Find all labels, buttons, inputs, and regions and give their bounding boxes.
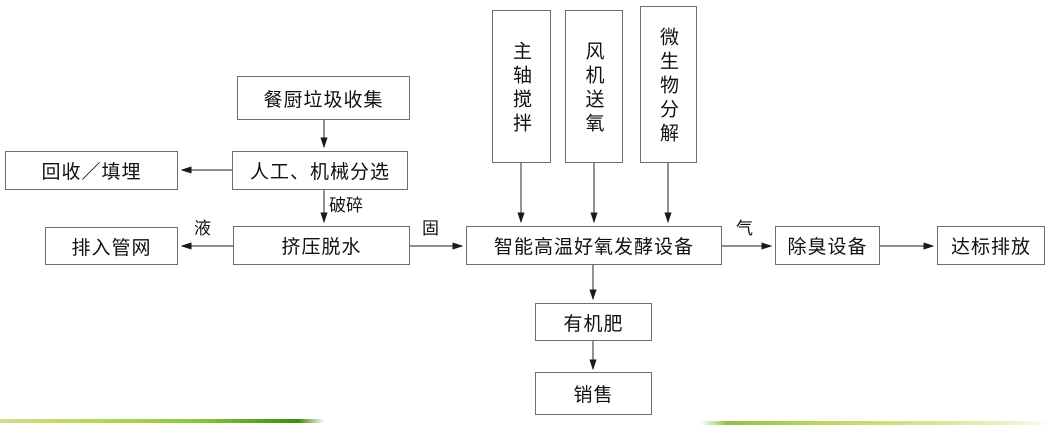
node-fan-oxygen-label: 风机送氧 [582,40,605,137]
node-fermentation-equipment[interactable]: 智能高温好氧发酵设备 [466,226,722,265]
node-microbial-decomposition-label: 微生物分解 [657,26,679,147]
node-dewatering-label: 挤压脱水 [281,236,362,258]
node-collection-label: 餐厨垃圾收集 [263,88,384,111]
node-sorting-label: 人工、机械分选 [249,161,390,183]
node-dewatering[interactable]: 挤压脱水 [233,226,410,265]
node-microbial-decomposition[interactable]: 微生物分解 [640,6,697,163]
node-deodorizing-equipment[interactable]: 除臭设备 [775,226,880,265]
node-fan-oxygen[interactable]: 风机送氧 [565,10,623,163]
node-spindle-stirring[interactable]: 主轴搅拌 [492,10,551,163]
node-sales-label: 销售 [573,384,614,406]
edge-label-liquid: 液 [193,219,212,239]
edge-label-solid: 固 [421,219,440,239]
node-fermentation-equipment-label: 智能高温好氧发酵设备 [493,236,694,258]
edge-label-gas: 气 [735,219,754,239]
node-compliant-discharge-label: 达标排放 [950,236,1031,258]
node-organic-fertilizer-label: 有机肥 [563,312,624,335]
edge-label-crushing: 破碎 [328,196,364,216]
decorative-green-strip-left [0,419,325,423]
node-landfill[interactable]: 回收／填埋 [5,151,178,190]
node-sorting[interactable]: 人工、机械分选 [232,151,408,190]
node-compliant-discharge[interactable]: 达标排放 [937,226,1045,265]
node-organic-fertilizer[interactable]: 有机肥 [535,303,652,341]
node-deodorizing-equipment-label: 除臭设备 [787,236,868,258]
node-pipe-network-label: 排入管网 [71,236,152,259]
decorative-green-strip-right [700,421,1051,425]
node-collection[interactable]: 餐厨垃圾收集 [237,76,410,120]
node-pipe-network[interactable]: 排入管网 [45,227,178,265]
node-sales[interactable]: 销售 [535,372,652,415]
node-spindle-stirring-label: 主轴搅拌 [510,40,532,137]
node-landfill-label: 回收／填埋 [41,161,142,183]
